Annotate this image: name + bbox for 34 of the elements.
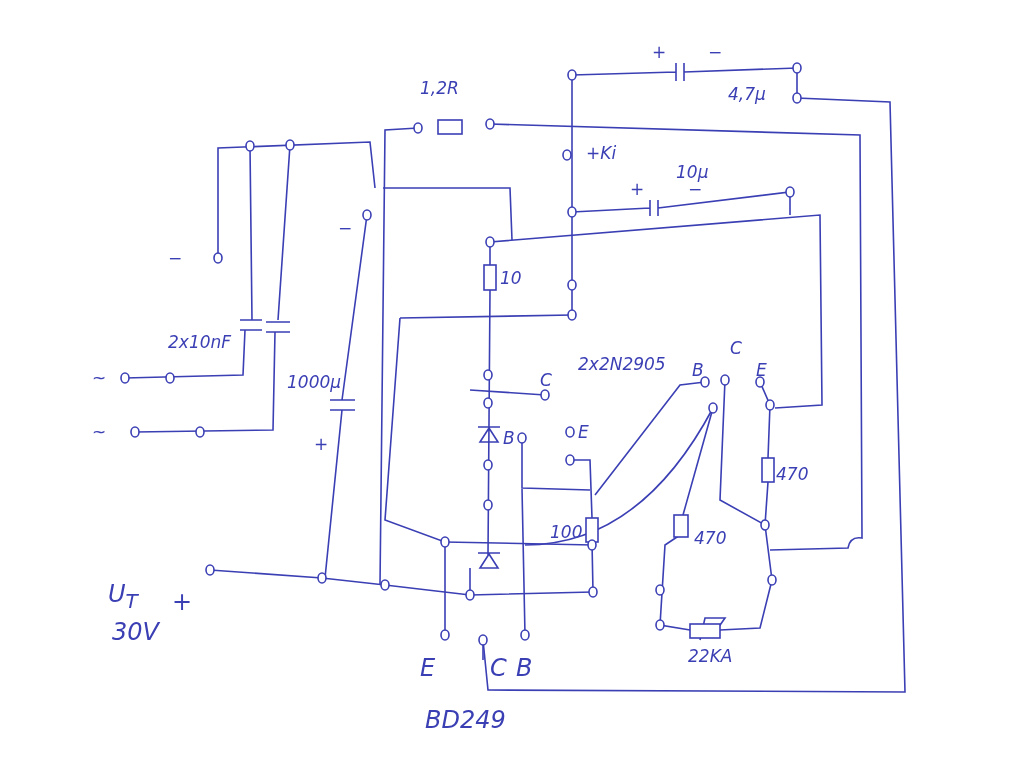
component-value: 10 [500, 270, 522, 287]
polarity-mark: − [708, 44, 723, 61]
ac-input-symbol: ~ [92, 370, 107, 387]
part-label: BD249 [425, 708, 506, 732]
pin-label: E [578, 424, 589, 441]
pin-label: E [420, 656, 436, 680]
component-value: 470 [776, 466, 809, 483]
polarity-mark: − [688, 181, 703, 198]
pin-label: E [756, 362, 767, 379]
polarity-mark: + [630, 181, 645, 198]
terminal-label: +Ki [586, 145, 617, 162]
ac-input-symbol: ~ [92, 424, 107, 441]
component-value: 22KA [688, 648, 733, 665]
pin-label: C [730, 340, 742, 357]
component-value: 470 [694, 530, 727, 547]
voltage-label: 30V [112, 620, 159, 644]
component-value: 4,7µ [728, 86, 766, 103]
polarity-mark: + [652, 44, 667, 61]
pin-label: C [540, 372, 552, 389]
component-value: 1000µ [287, 374, 342, 391]
polarity-mark: − [168, 250, 183, 267]
voltage-label: U$_{T}$ [108, 582, 138, 611]
polarity-mark: − [338, 220, 353, 237]
pin-label: B [692, 362, 704, 379]
component-value: 100 [550, 524, 583, 541]
component-value: 1,2R [420, 80, 459, 97]
polarity-mark: + [172, 590, 193, 614]
component-value: 10µ [676, 164, 709, 181]
pin-label: B [516, 656, 533, 680]
pin-label: C [490, 656, 507, 680]
pin-label: B [503, 430, 515, 447]
part-label: 2x2N2905 [578, 356, 666, 373]
polarity-mark: + [314, 436, 329, 453]
component-value: 2x10nF [168, 334, 232, 351]
